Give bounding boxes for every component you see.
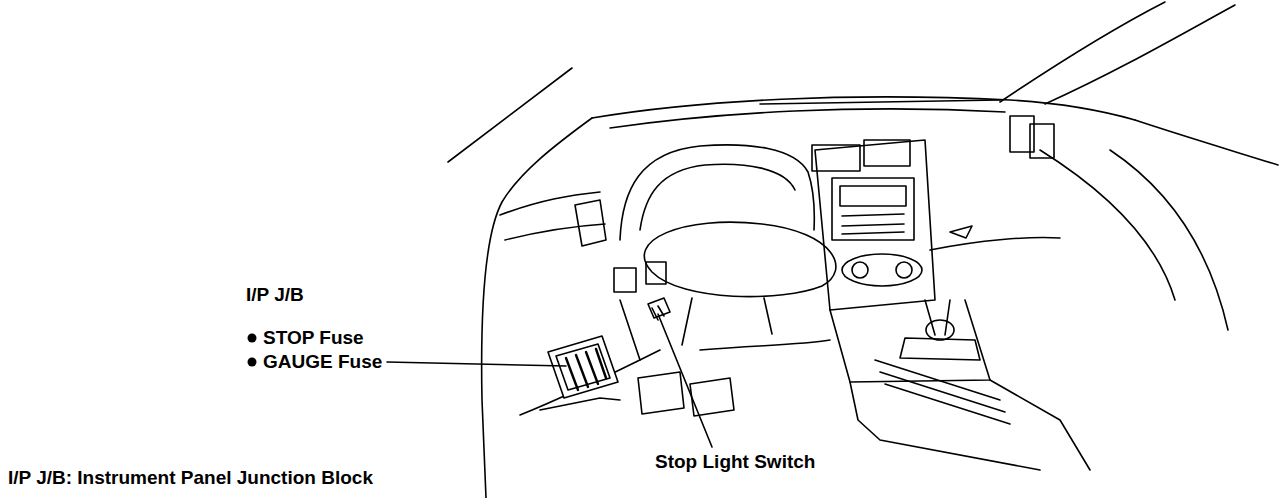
bullet-dot <box>248 334 257 343</box>
note-text: I/P J/B: Instrument Panel Junction Block <box>8 467 373 489</box>
part-name: GAUGE Fuse <box>263 351 382 373</box>
bullet-dot <box>248 358 257 367</box>
part-name: Stop Light Switch <box>655 451 815 473</box>
part-name: STOP Fuse <box>263 327 364 349</box>
leader-line <box>387 362 566 366</box>
part-name: I/P J/B <box>246 284 304 306</box>
leader-line <box>658 314 712 447</box>
